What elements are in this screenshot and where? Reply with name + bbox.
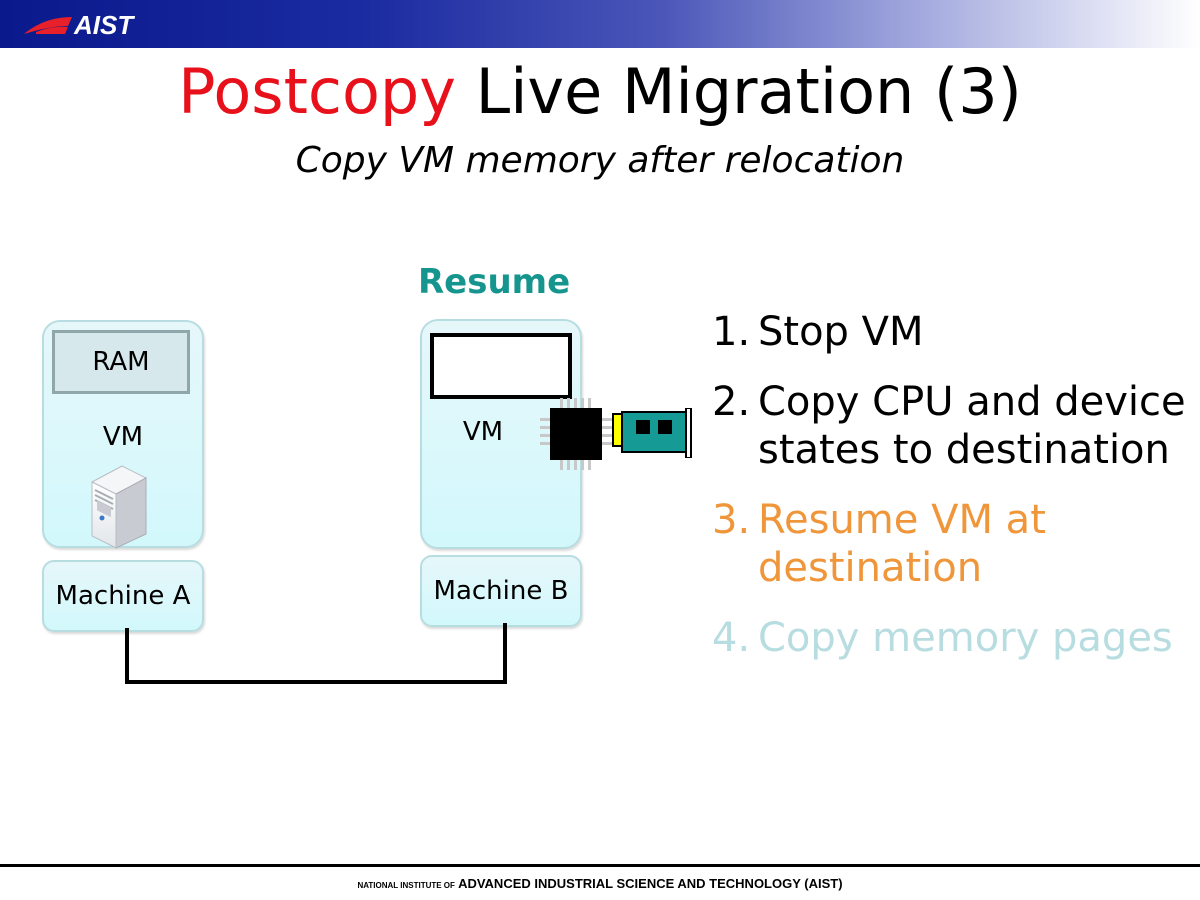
step-number: 3. [712,497,751,543]
step-3: 3. Resume VM at destination [712,496,1192,592]
ram-box: RAM [52,330,190,394]
resume-label: Resume [418,262,571,302]
step-4: 4. Copy memory pages [712,614,1192,662]
footer-main: ADVANCED INDUSTRIAL SCIENCE AND TECHNOLO… [458,876,843,891]
title-rest: Live Migration (3) [455,55,1022,128]
machine-a-label: Machine A [42,560,204,632]
slide-subtitle: Copy VM memory after relocation [295,140,905,181]
aist-logo: AIST [22,10,133,40]
step-text: Copy memory pages [758,615,1173,661]
vm-label-b: VM [462,417,504,447]
logo-text: AIST [74,9,134,40]
network-card-icon [612,408,692,458]
step-text: Resume VM at destination [758,497,1046,591]
network-line-right [503,623,507,684]
machine-a-vm-box: RAM VM [42,320,204,549]
step-number: 2. [712,379,751,425]
step-text: Copy CPU and device states to destinatio… [758,379,1186,473]
steps-list: 1. Stop VM 2. Copy CPU and device states… [712,308,1192,684]
footer: NATIONAL INSTITUTE OF ADVANCED INDUSTRIA… [0,876,1200,891]
step-number: 4. [712,615,751,661]
step-text: Stop VM [758,309,924,355]
header-bar: AIST [0,0,1200,48]
network-line-bottom [125,680,507,684]
title-highlight: Postcopy [178,55,456,128]
aist-swoosh-icon [24,17,72,34]
machine-b-label: Machine B [420,555,582,627]
footer-divider [0,864,1200,867]
empty-ram-box [430,333,572,399]
step-number: 1. [712,309,751,355]
network-line-left [125,628,129,684]
cpu-chip-icon [540,398,612,470]
slide-title: Postcopy Live Migration (3) [0,52,1200,132]
server-icon [90,465,148,549]
footer-prefix: NATIONAL INSTITUTE OF [357,881,455,890]
step-2: 2. Copy CPU and device states to destina… [712,378,1192,474]
vm-label-a: VM [102,422,144,452]
step-1: 1. Stop VM [712,308,1192,356]
